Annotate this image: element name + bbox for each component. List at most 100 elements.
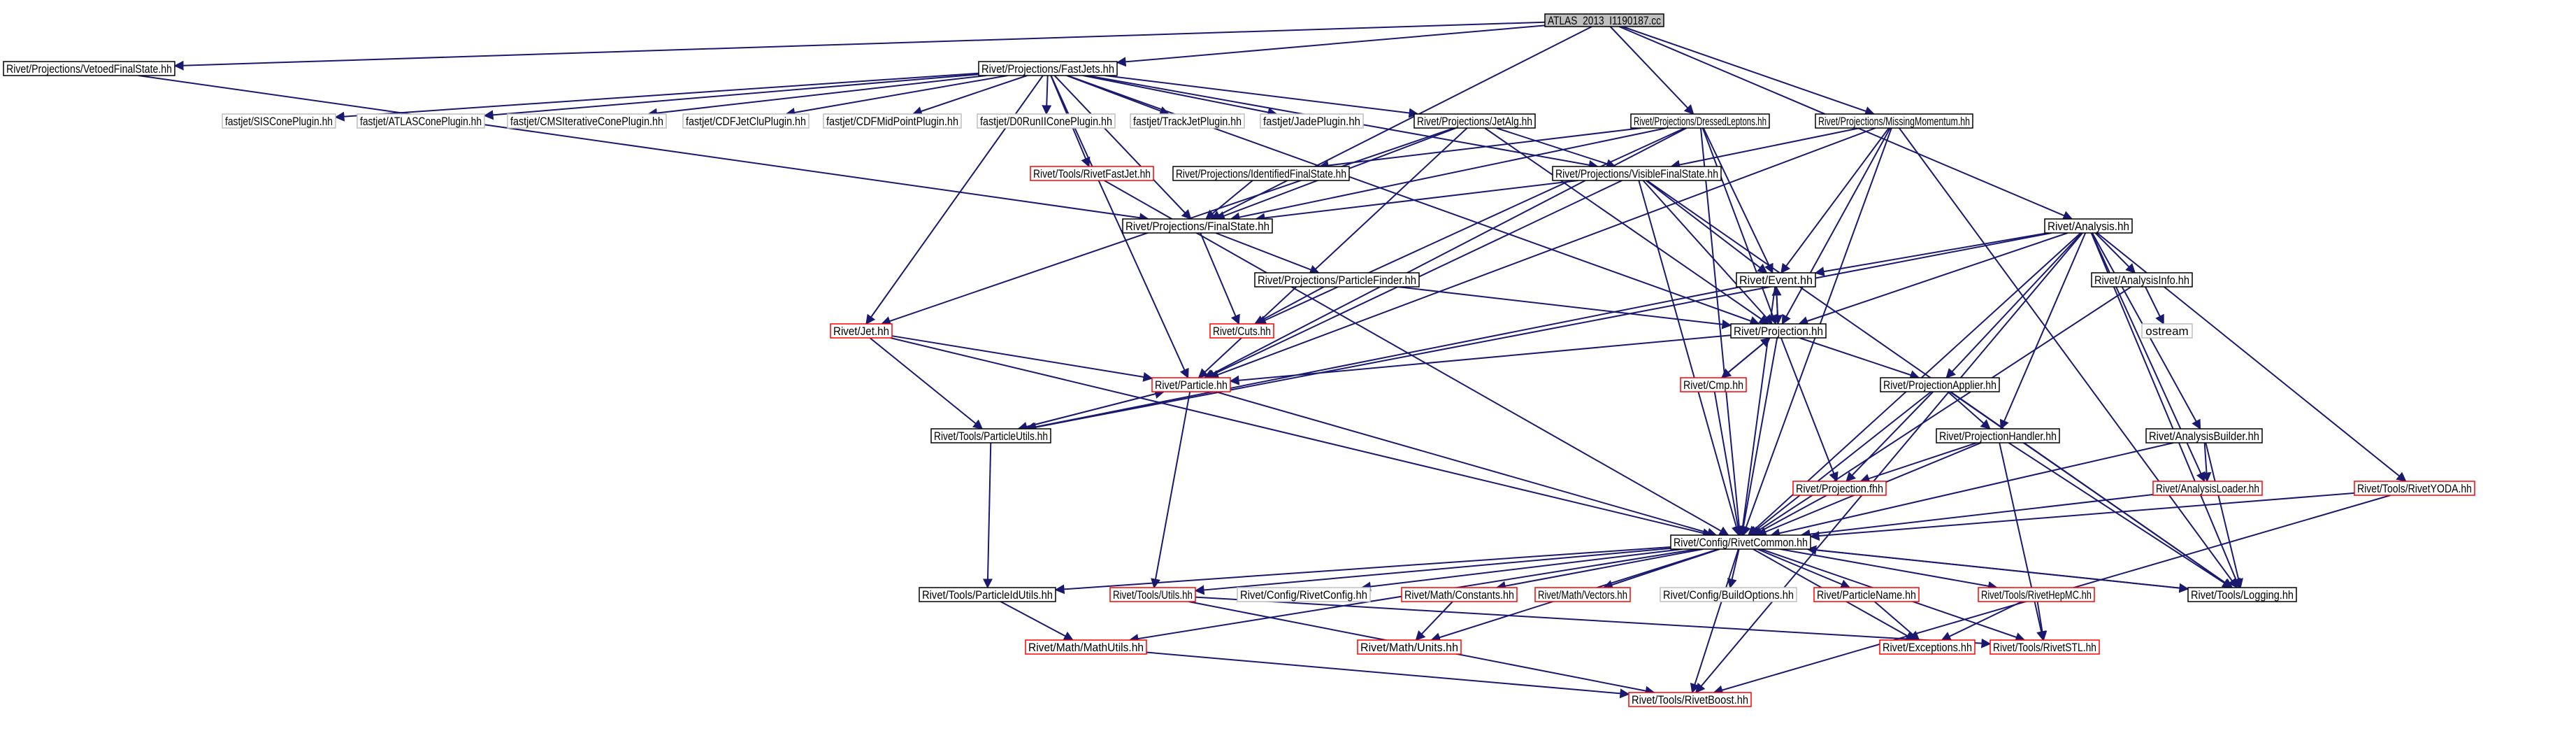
node-hepmc[interactable]: Rivet/Tools/RivetHepMC.hh — [1978, 587, 2095, 602]
node-rivetfastjet[interactable]: Rivet/Tools/RivetFastJet.hh — [1030, 166, 1154, 181]
node-mathutils[interactable]: Rivet/Math/MathUtils.hh — [1025, 639, 1147, 655]
node-label: ATLAS_2013_I1190187.cc — [1548, 14, 1661, 27]
node-missing[interactable]: Rivet/Projections/MissingMomentum.hh — [1815, 113, 1973, 129]
node-label: Rivet/Tools/RivetSTL.hh — [1993, 641, 2096, 654]
node-label: Rivet/Projections/FastJets.hh — [981, 62, 1114, 76]
node-label: fastjet/CDFJetCluPlugin.hh — [686, 115, 806, 128]
edge-common-to-pname — [1757, 548, 1851, 589]
node-cmp[interactable]: Rivet/Cmp.hh — [1680, 377, 1747, 392]
node-phandler[interactable]: Rivet/ProjectionHandler.hh — [1936, 428, 2060, 443]
node-event[interactable]: Rivet/Event.hh — [1736, 272, 1816, 288]
node-box — [977, 113, 1116, 129]
node-vectors[interactable]: Rivet/Math/Vectors.hh — [1534, 587, 1631, 602]
node-aloader[interactable]: Rivet/AnalysisLoader.hh — [2152, 481, 2263, 496]
node-label: Rivet/Projection.hh — [1734, 325, 1823, 338]
node-atlascone[interactable]: fastjet/ATLASConePlugin.hh — [357, 113, 485, 129]
node-label: Rivet/Jet.hh — [833, 325, 889, 338]
node-box — [1936, 428, 2060, 443]
node-pname[interactable]: Rivet/ParticleName.hh — [1813, 587, 1920, 602]
node-box — [1813, 587, 1920, 602]
edge-identified-to-finalstate — [1205, 180, 1253, 220]
node-cdfjetclu[interactable]: fastjet/CDFJetCluPlugin.hh — [682, 113, 810, 129]
node-box — [1880, 377, 2000, 392]
node-rconfig[interactable]: Rivet/Config/RivetConfig.hh — [1237, 587, 1371, 602]
node-cmsiter[interactable]: fastjet/CMSIterativeConePlugin.hh — [507, 113, 667, 129]
edge-papplier-to-common — [1748, 391, 1931, 536]
node-jetalg[interactable]: Rivet/Projections/JetAlg.hh — [1413, 113, 1536, 129]
node-box — [978, 61, 1118, 76]
node-box — [1130, 113, 1245, 129]
edge-common-to-pidutils — [1054, 546, 1671, 595]
edge-dressed-to-particle — [1204, 127, 1688, 378]
node-analysisinfo[interactable]: Rivet/AnalysisInfo.hh — [2091, 272, 2193, 288]
edge-phandler-to-logging — [2008, 442, 2233, 588]
node-identified[interactable]: Rivet/Projections/IdentifiedFinalState.h… — [1172, 166, 1350, 181]
node-logging[interactable]: Rivet/Tools/Logging.hh — [2187, 587, 2297, 602]
edge-event-to-putils — [1025, 286, 1741, 432]
node-papplier[interactable]: Rivet/ProjectionApplier.hh — [1880, 377, 2000, 392]
node-label: Rivet/Projection.fhh — [1796, 482, 1883, 495]
edge-projfhh-to-common — [1753, 495, 1827, 536]
node-pidutils[interactable]: Rivet/Tools/ParticleIdUtils.hh — [919, 587, 1056, 602]
node-fastjets[interactable]: Rivet/Projections/FastJets.hh — [978, 61, 1118, 76]
node-box — [830, 323, 893, 339]
node-projection[interactable]: Rivet/Projection.hh — [1730, 323, 1827, 339]
node-jade[interactable]: fastjet/JadePlugin.hh — [1260, 113, 1364, 129]
edge-putils-to-pidutils — [982, 442, 993, 589]
node-label: Rivet/Tools/RivetFastJet.hh — [1033, 167, 1151, 180]
node-label: Rivet/Config/RivetCommon.hh — [1674, 536, 1808, 549]
node-abuilder[interactable]: Rivet/AnalysisBuilder.hh — [2145, 428, 2263, 443]
node-stl[interactable]: Rivet/Tools/RivetSTL.hh — [1989, 639, 2100, 655]
node-label: Rivet/Tools/RivetYODA.hh — [2357, 482, 2472, 495]
edge-cmp-to-projection — [1721, 337, 1771, 378]
node-vetoed[interactable]: Rivet/Projections/VetoedFinalState.hh — [3, 61, 175, 76]
node-cdfmid[interactable]: fastjet/CDFMidPointPlugin.hh — [823, 113, 962, 129]
edge-papplier-to-logging — [1949, 391, 2233, 588]
node-jet[interactable]: Rivet/Jet.hh — [830, 323, 893, 339]
node-visible[interactable]: Rivet/Projections/VisibleFinalState.hh — [1552, 166, 1722, 181]
node-common[interactable]: Rivet/Config/RivetCommon.hh — [1670, 534, 1811, 550]
node-label: fastjet/ATLASConePlugin.hh — [360, 115, 482, 128]
node-boost[interactable]: Rivet/Tools/RivetBoost.hh — [1628, 692, 1752, 707]
node-box — [2354, 481, 2475, 496]
node-siscone[interactable]: fastjet/SISConePlugin.hh — [222, 113, 336, 129]
edge-constants-to-units — [1415, 601, 1453, 641]
node-buildopts[interactable]: Rivet/Config/BuildOptions.hh — [1660, 587, 1797, 602]
node-trackjet[interactable]: fastjet/TrackJetPlugin.hh — [1130, 113, 1245, 129]
node-box — [1879, 639, 1976, 655]
node-units[interactable]: Rivet/Math/Units.hh — [1357, 639, 1462, 655]
node-pfinder[interactable]: Rivet/Projections/ParticleFinder.hh — [1254, 272, 1420, 288]
edge-dressed-to-event — [1702, 127, 1773, 274]
node-d0run[interactable]: fastjet/D0RunIIConePlugin.hh — [977, 113, 1116, 129]
node-cuts[interactable]: Rivet/Cuts.hh — [1209, 323, 1274, 339]
edge-hepmc-to-stl — [2036, 601, 2048, 641]
edge-analysisinfo-to-common — [1750, 286, 2132, 536]
node-label: Rivet/Projections/DressedLeptons.hh — [1634, 115, 1766, 128]
edge-missing-to-particle — [1209, 127, 1876, 380]
node-label: Rivet/AnalysisInfo.hh — [2094, 274, 2189, 287]
node-box — [1730, 323, 1827, 339]
node-yoda[interactable]: Rivet/Tools/RivetYODA.hh — [2354, 481, 2475, 496]
node-root[interactable]: ATLAS_2013_I1190187.cc — [1544, 13, 1664, 27]
node-label: ostream — [2145, 325, 2188, 338]
node-projfhh[interactable]: Rivet/Projection.fhh — [1792, 481, 1887, 496]
node-box — [1660, 587, 1797, 602]
node-utils[interactable]: Rivet/Tools/Utils.hh — [1109, 587, 1196, 602]
edge-analysis-to-aloader — [2091, 232, 2206, 483]
edge-particle-to-utils — [1151, 391, 1191, 589]
edge-fastjets-to-finalstate — [1053, 75, 1192, 220]
node-constants[interactable]: Rivet/Math/Constants.hh — [1401, 587, 1518, 602]
node-ostream[interactable]: ostream — [2141, 323, 2193, 339]
node-particle[interactable]: Rivet/Particle.hh — [1151, 377, 1231, 392]
node-label: Rivet/Analysis.hh — [2048, 220, 2129, 233]
edge-common-to-constants — [1495, 548, 1704, 591]
node-putils[interactable]: Rivet/Tools/ParticleUtils.hh — [930, 428, 1051, 443]
node-finalstate[interactable]: Rivet/Projections/FinalState.hh — [1122, 218, 1273, 234]
node-box — [2044, 218, 2133, 234]
edge-dressed-to-cuts — [1256, 127, 1685, 325]
node-analysis[interactable]: Rivet/Analysis.hh — [2044, 218, 2133, 234]
node-dressed[interactable]: Rivet/Projections/DressedLeptons.hh — [1630, 113, 1770, 129]
edge-visible-to-event — [1645, 180, 1768, 274]
node-label: Rivet/Math/MathUtils.hh — [1028, 641, 1144, 654]
node-exceptions[interactable]: Rivet/Exceptions.hh — [1879, 639, 1976, 655]
